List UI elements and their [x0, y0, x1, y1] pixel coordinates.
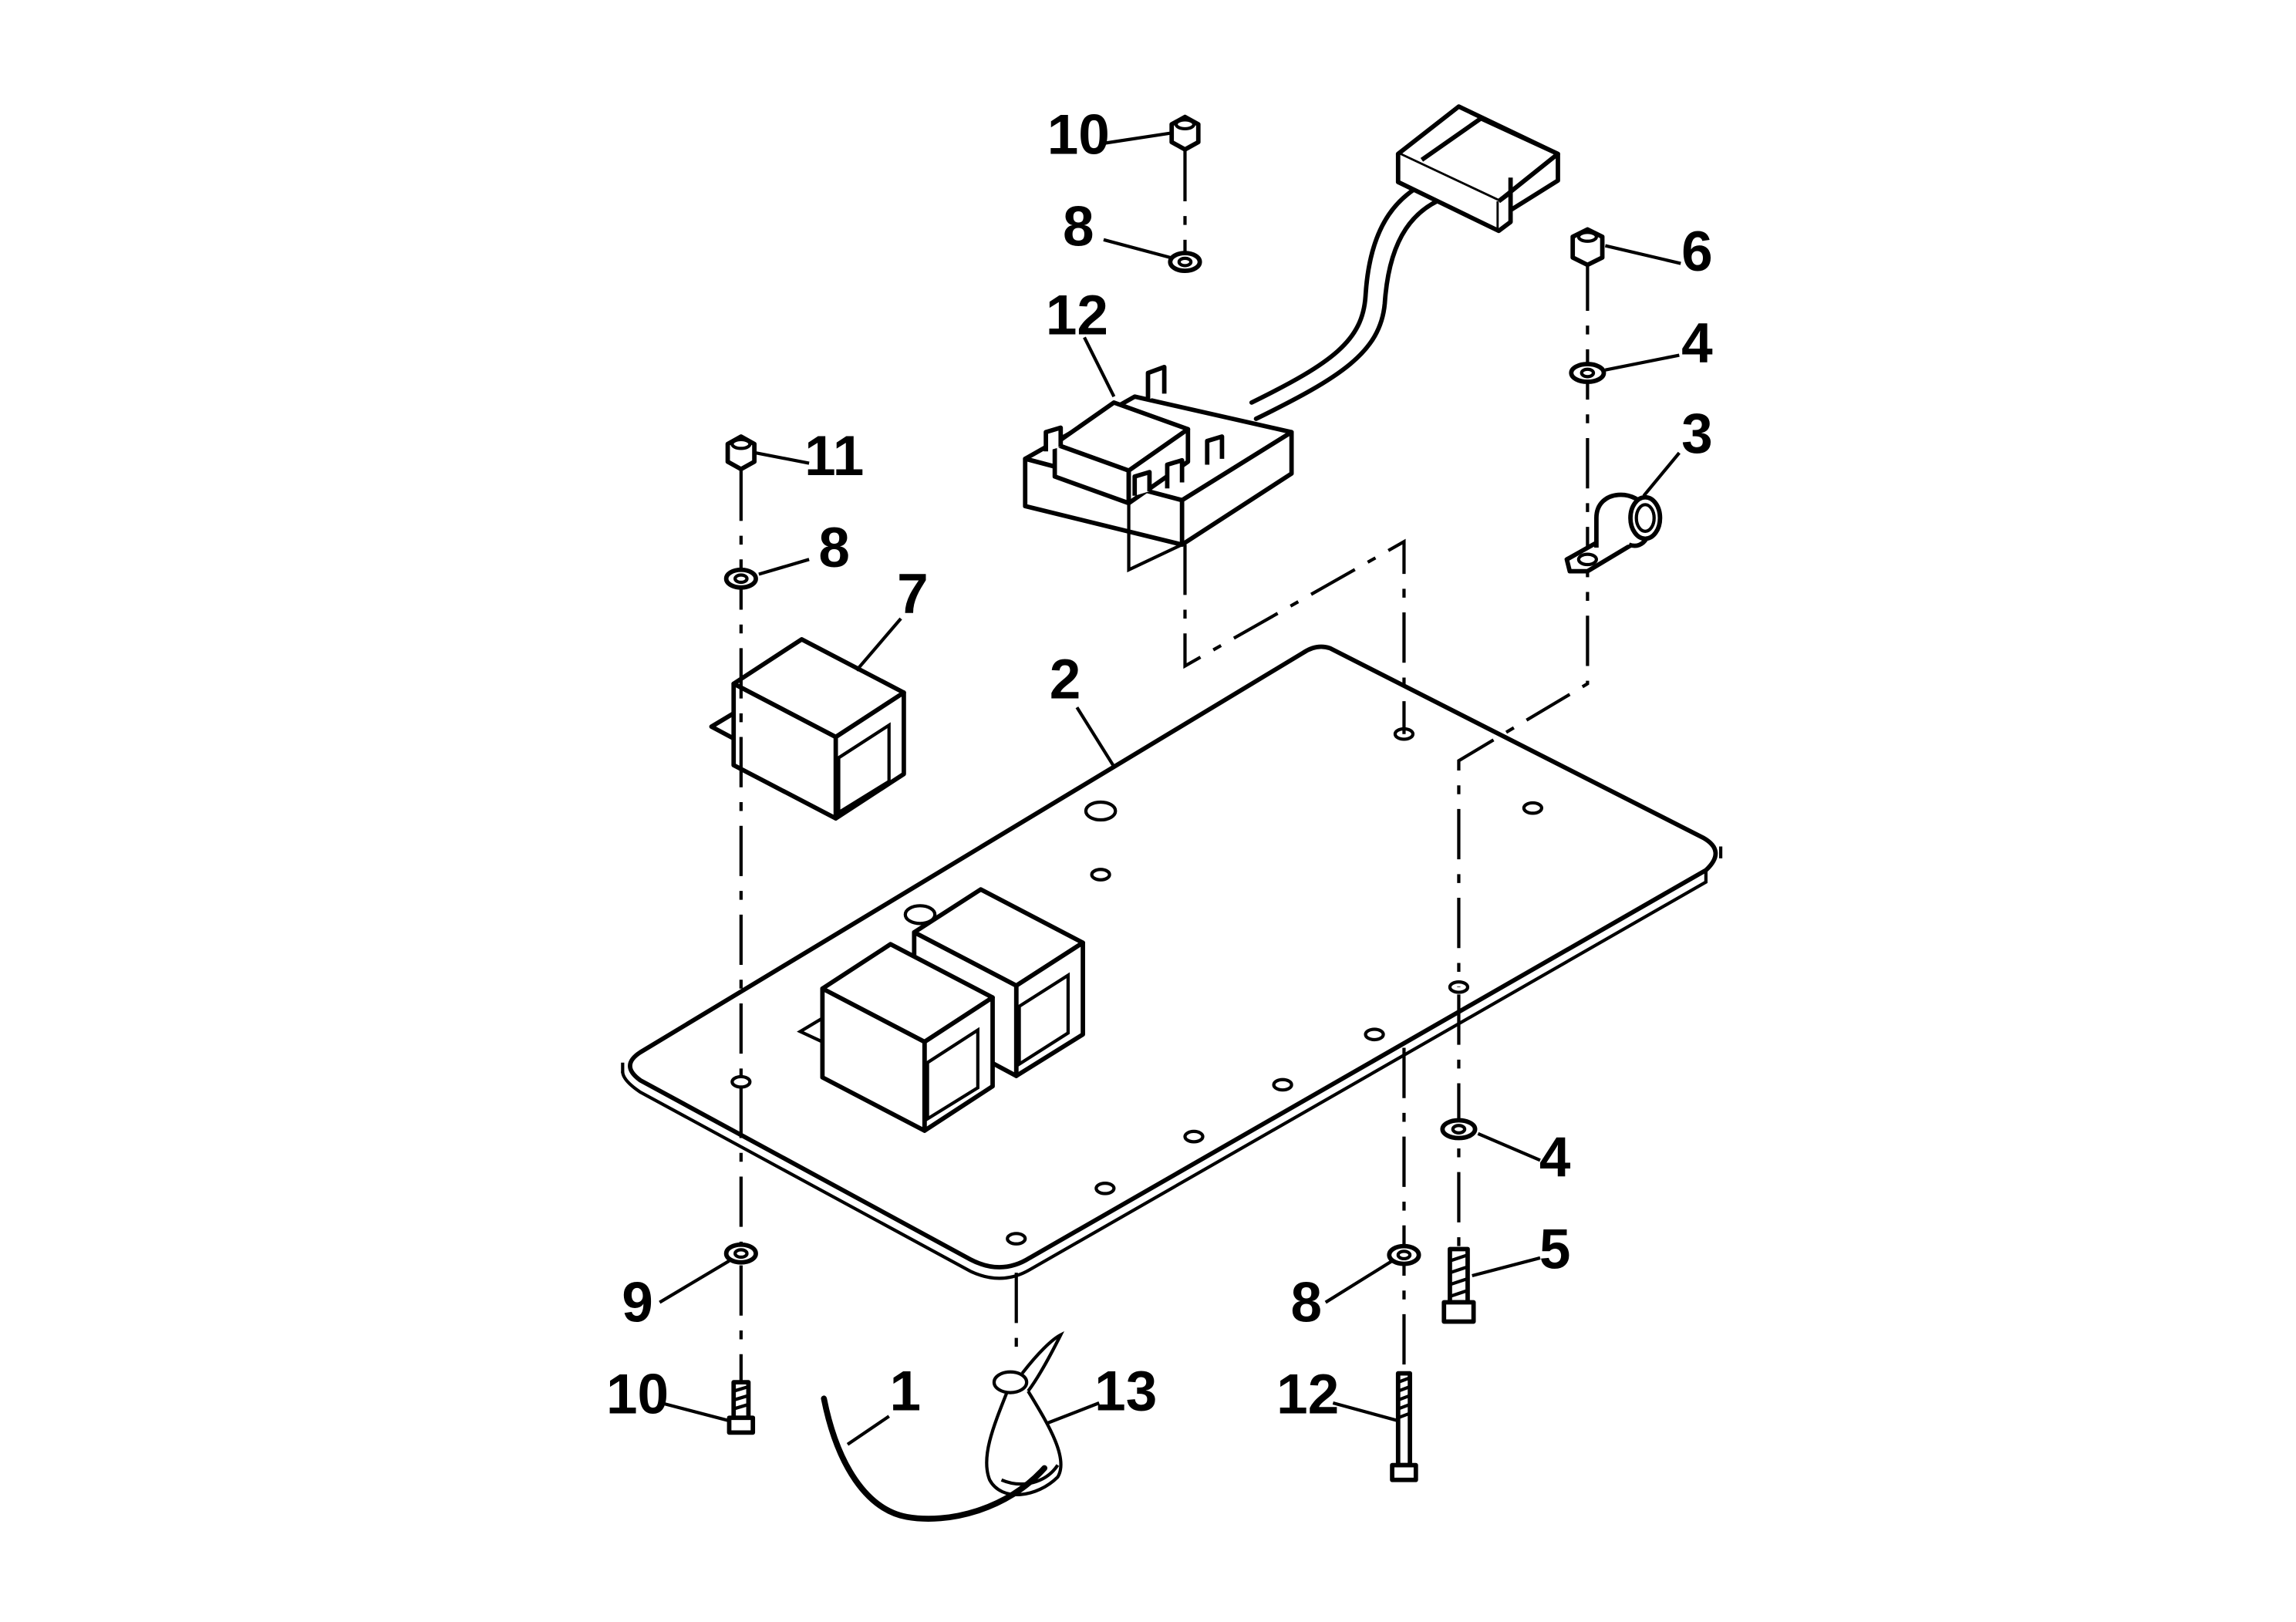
- wire-part-1: [821, 1395, 1048, 1522]
- washer-part-8-bottom-right: [1387, 1243, 1421, 1266]
- callout-4-bottom: 4: [1539, 1126, 1571, 1189]
- plate-relay-socket-front: [797, 942, 995, 1133]
- bolt-part-5: [1441, 1246, 1476, 1324]
- callout-1-wire: 1: [890, 1361, 922, 1423]
- control-module-part-11: [1023, 104, 1560, 573]
- callout-13-strap: 13: [1094, 1361, 1157, 1423]
- clamp-part-3: [1564, 492, 1663, 574]
- washer-part-4-top: [1569, 362, 1607, 384]
- callout-2: 2: [1050, 649, 1081, 711]
- nut-part-9-top: [1169, 114, 1201, 152]
- bolt-part-12: [1390, 1371, 1418, 1482]
- washer-part-8-top: [1168, 251, 1202, 274]
- callout-4-top: 4: [1681, 312, 1713, 375]
- nut-part-6: [1570, 227, 1605, 268]
- washer-part-8-bottom-left: [723, 1242, 758, 1265]
- callout-11: 12: [1046, 285, 1108, 347]
- callout-8-left: 8: [818, 517, 850, 579]
- callout-labels: 10 8 12 6 4 3 11 8 7 2 9 1 11 12 10 9 12…: [622, 104, 1713, 1334]
- callout-6: 6: [1681, 221, 1713, 283]
- callout-10-bolt-label-text: 10: [606, 1363, 669, 1425]
- callout-8-top: 8: [1063, 196, 1094, 258]
- callout-8-bottom-left: 9: [622, 1271, 653, 1334]
- relay-socket-part-7: [709, 637, 906, 821]
- callout-12: 12: [1276, 1363, 1339, 1425]
- callout-3: 3: [1681, 403, 1713, 465]
- callout-leaders: [659, 131, 1681, 1446]
- washer-part-4-bottom: [1440, 1118, 1478, 1141]
- washer-part-8-left: [723, 567, 758, 590]
- callout-9-top: 10: [1047, 104, 1110, 167]
- callout-7: 7: [897, 562, 929, 625]
- callout-5: 5: [1539, 1218, 1571, 1280]
- plate-holes: [730, 727, 1544, 1246]
- ground-strap-part-13: [985, 1331, 1065, 1497]
- callout-8-bottom-right: 8: [1291, 1271, 1323, 1334]
- bolt-part-10: [727, 1380, 756, 1435]
- callout-9-left: 11: [804, 425, 864, 487]
- nut-part-9-left: [725, 434, 757, 472]
